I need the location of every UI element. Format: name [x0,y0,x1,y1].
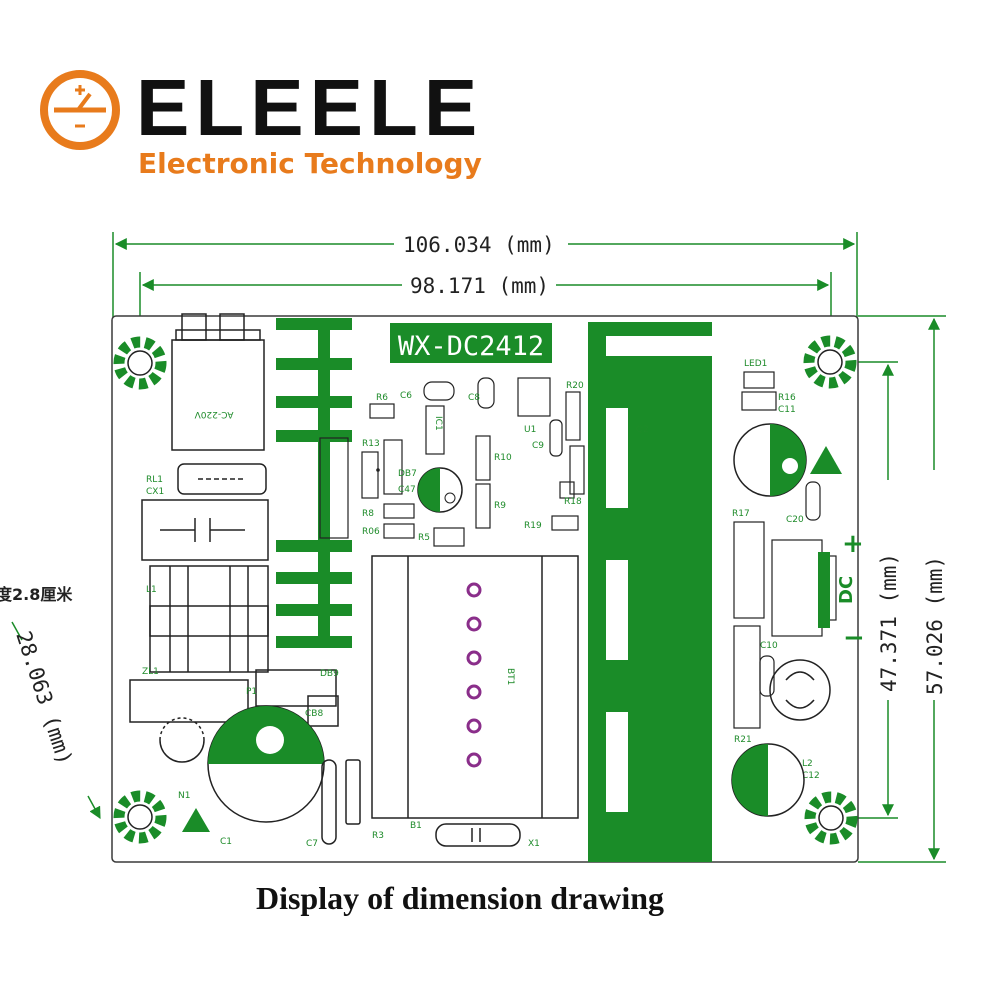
silk-r20: R20 [566,381,584,391]
connector-p1 [255,669,339,727]
silk-n1: N1 [178,791,190,801]
dc-plus-label: + [842,529,864,559]
mounting-hole-top-left [113,336,167,390]
silk-cb8: CB8 [305,709,323,719]
model-label-bg [390,323,552,363]
heatsink-left [276,318,352,648]
silk-c12: C12 [802,771,820,781]
silk-bt1: BT1 [505,668,515,685]
silk-ac-input: AC-220V [194,409,234,419]
mounting-hole-top-right [803,335,857,389]
silk-c10: C10 [760,641,778,651]
silk-l2: L2 [802,759,813,769]
silk-cx1: CX1 [146,487,164,497]
thickness-label: 28.063 (mm) [11,628,77,768]
silk-r8: R8 [362,509,374,519]
silk-u1: U1 [524,425,536,435]
silk-r5: R5 [418,533,430,543]
dc-output-connector [818,552,830,628]
fuse-rl1 [177,463,267,495]
capacitor-c11 [733,423,807,497]
brand-name: ELEELE [136,63,484,152]
silk-b1: B1 [410,821,422,831]
transformer-bt1 [371,555,579,819]
ac-input-connector [171,313,265,451]
capacitor-c47 [417,467,463,513]
mounting-holes [113,335,858,845]
esd-warning-icon-left [182,808,210,832]
silk-c7: C7 [306,839,318,849]
dc-minus-label: − [843,623,865,653]
silk-l1: L1 [146,585,157,595]
silk-labels-cluster: R6 C6 C8 R13 DB7 C47 R8 R06 R5 R10 R9 U1… [362,381,584,543]
model-label: WX-DC2412 [398,331,544,362]
hole-spacing-x-label: 98.171 (mm) [410,274,549,298]
silk-zl1: ZL1 [142,667,159,677]
overall-height-label: 57.026 (mm) [923,556,947,695]
mounting-hole-bottom-right [804,791,858,845]
inductor-ring [769,659,831,721]
bridge-zl1 [129,679,249,723]
brand-tagline: Electronic Technology [138,147,482,180]
silk-db9: DB9 [320,669,339,679]
silk-c47: C47 [398,485,416,495]
silk-c1: C1 [220,837,232,847]
capacitor-c7 [321,759,361,845]
silk-c6: C6 [400,391,412,401]
transformer-pins [466,582,482,768]
hole-spacing-y-label: 47.371 (mm) [877,553,901,692]
silk-ic1: IC1 [433,416,443,431]
silk-r21: R21 [734,735,752,745]
capacitor-x1 [435,823,521,847]
smd-components [319,377,585,547]
silk-r10: R10 [494,453,512,463]
silk-r13: R13 [362,439,380,449]
overall-width-label: 106.034 (mm) [403,233,555,257]
silk-q2: Q2 [636,425,649,435]
silk-r06: R06 [362,527,380,537]
capacitor-c12 [731,743,805,817]
plus-minus-circle-icon [40,70,120,150]
silk-c11: C11 [778,405,796,415]
caption: Display of dimension drawing [255,880,665,916]
silk-r9: R9 [494,501,506,511]
silk-p1: P1 [246,687,257,697]
silk-r6: R6 [376,393,388,403]
extension-lines [112,232,946,863]
silk-x1: X1 [528,839,540,849]
heatsink-right [588,322,712,862]
silk-c20: C20 [786,515,804,525]
dimension-lines [11,238,940,861]
inductor-l1 [149,565,269,673]
silk-r17: R17 [732,509,750,519]
thickness-note: 度2.8厘米 [0,585,73,604]
silk-c9: C9 [532,441,544,451]
dc-label: DC [836,576,857,604]
silk-rl1: RL1 [146,475,163,485]
mounting-hole-bottom-left [113,790,167,844]
silk-r19: R19 [524,521,542,531]
silk-r16: R16 [778,393,796,403]
thermistor-n1 [159,717,205,763]
silk-db7: DB7 [398,469,417,479]
silk-r18: R18 [564,497,582,507]
esd-warning-icon-right [810,446,842,474]
silk-r3: R3 [372,831,384,841]
capacitor-c1 [207,705,325,823]
silk-c8: C8 [468,393,480,403]
silk-led: LED1 [744,359,767,369]
capacitor-cx1 [141,499,269,561]
